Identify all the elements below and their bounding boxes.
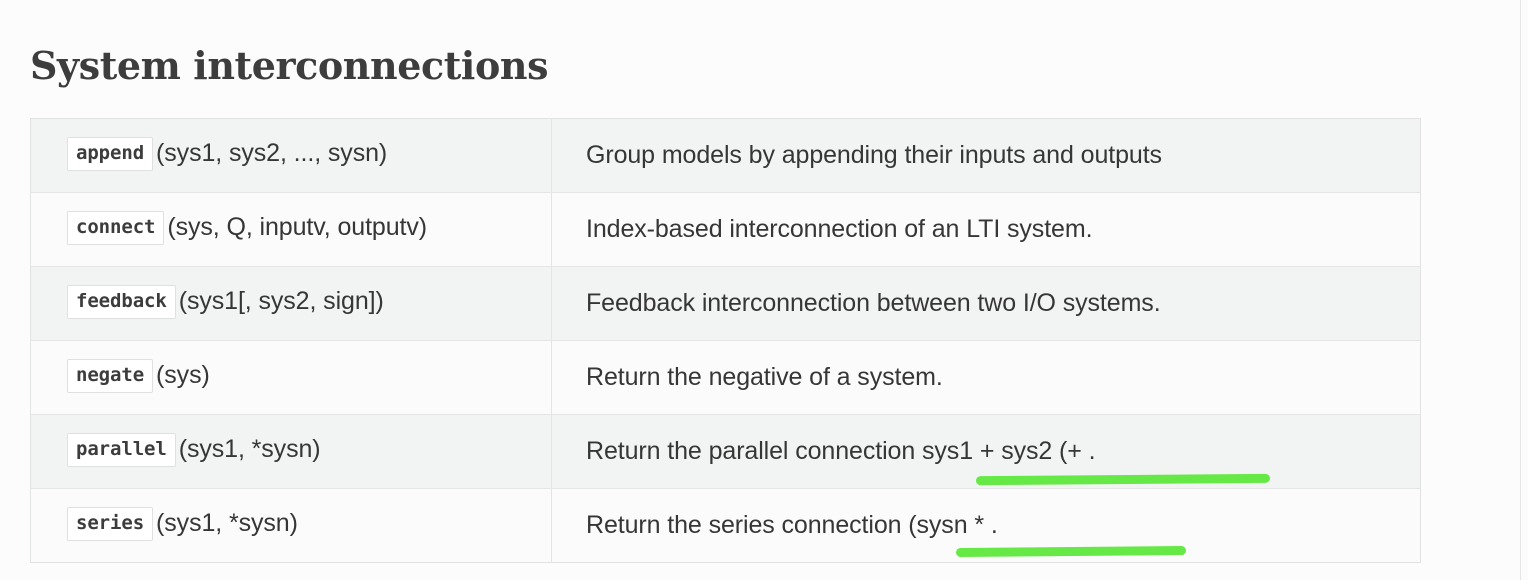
function-description-cell: Group models by appending their inputs a… (551, 118, 1421, 193)
function-signature-cell: connect(sys, Q, inputv, outputv) (30, 192, 552, 267)
table-row: series(sys1, *sysn) Return the series co… (30, 488, 1421, 563)
description-text: Return the series connection (sysn * . (586, 510, 998, 539)
function-description-cell: Return the series connection (sysn * . (552, 489, 1421, 563)
function-args: (sys, Q, inputv, outputv) (167, 213, 428, 241)
function-description-cell: Return the parallel connection sys1 + sy… (551, 414, 1421, 489)
function-signature-cell: append(sys1, sys2, ..., sysn) (30, 118, 552, 193)
function-name-code[interactable]: feedback (67, 285, 176, 319)
function-args: (sys1[, sys2, sign]) (178, 287, 384, 315)
function-signature-cell: parallel(sys1, *sysn) (30, 414, 552, 489)
function-description-cell: Return the negative of a system. (551, 340, 1421, 415)
function-args: (sys) (156, 361, 210, 389)
page-title: System interconnections (30, 43, 549, 89)
function-name-code[interactable]: negate (67, 359, 154, 393)
table-row: parallel(sys1, *sysn) Return the paralle… (30, 414, 1421, 489)
function-name-code[interactable]: append (67, 137, 154, 171)
description-text: Return the negative of a system. (586, 362, 943, 391)
function-name-code[interactable]: parallel (67, 433, 176, 467)
table-row: append(sys1, sys2, ..., sysn) Group mode… (30, 118, 1421, 193)
description-text: Index-based interconnection of an LTI sy… (586, 214, 1093, 243)
table-row: feedback(sys1[, sys2, sign]) Feedback in… (30, 266, 1421, 341)
function-description-cell: Feedback interconnection between two I/O… (551, 266, 1421, 341)
table-row: negate(sys) Return the negative of a sys… (30, 340, 1421, 415)
green-highlight-stroke (955, 545, 1187, 558)
description-text: Feedback interconnection between two I/O… (586, 288, 1161, 317)
function-name-code[interactable]: series (67, 507, 154, 541)
function-args: (sys1, *sysn) (156, 509, 298, 537)
function-signature-cell: negate(sys) (30, 340, 552, 415)
table-row: connect(sys, Q, inputv, outputv) Index-b… (30, 192, 1421, 267)
function-description-cell: Index-based interconnection of an LTI sy… (551, 192, 1421, 267)
table-body: append(sys1, sys2, ..., sysn) Group mode… (30, 118, 1421, 563)
function-args: (sys1, *sysn) (178, 435, 321, 463)
description-text: Group models by appending their inputs a… (586, 140, 1162, 169)
system-interconnections-table: append(sys1, sys2, ..., sysn) Group mode… (30, 118, 1421, 563)
green-highlight-stroke (975, 473, 1271, 486)
function-args: (sys1, sys2, ..., sysn) (156, 139, 388, 167)
function-name-code[interactable]: connect (67, 211, 165, 245)
function-signature-cell: feedback(sys1[, sys2, sign]) (30, 266, 552, 341)
function-signature-cell: series(sys1, *sysn) (30, 488, 552, 563)
description-text: Return the parallel connection sys1 + sy… (586, 436, 1096, 465)
